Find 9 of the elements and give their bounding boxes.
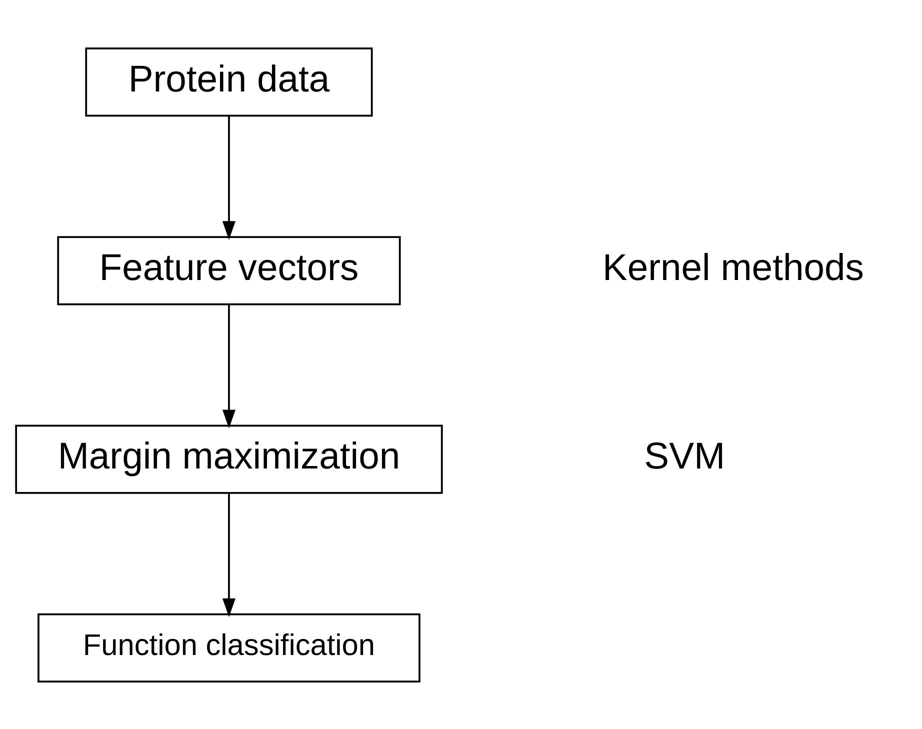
node-box: Protein data xyxy=(85,47,373,116)
arrow xyxy=(222,492,236,617)
label: Kernel methods xyxy=(602,246,864,288)
node-box: Function classification xyxy=(38,612,420,682)
arrow xyxy=(222,304,236,428)
label: SVM xyxy=(644,434,726,476)
node-box: Feature vectors xyxy=(57,236,401,305)
arrow xyxy=(222,116,236,240)
node-box: Margin maximization xyxy=(15,424,443,494)
